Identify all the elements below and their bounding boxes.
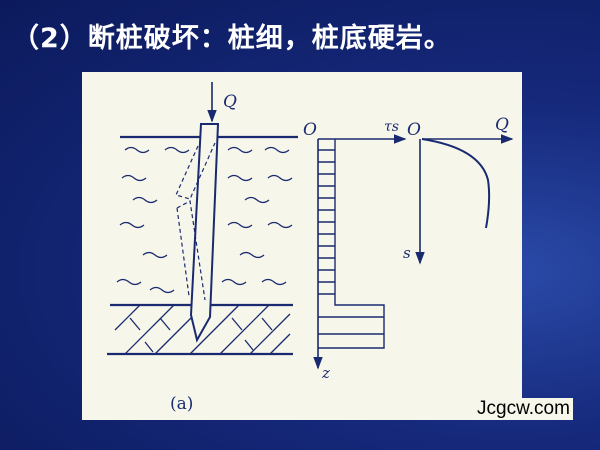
depth-axis-label: z <box>321 364 330 382</box>
load-label: Q <box>223 92 237 112</box>
watermark: Jcgcw.com <box>474 398 573 420</box>
soil-wave-marks <box>116 146 293 294</box>
load-settlement-curve <box>421 138 491 229</box>
origin-label-2: O <box>407 120 421 140</box>
origin-label-1: O <box>303 120 317 140</box>
settlement-axis-label: s <box>403 244 411 262</box>
figure-caption: (a) <box>170 394 193 414</box>
shear-distribution <box>318 139 385 349</box>
figure-drawing: Q O τs z O Q s (a) <box>107 82 514 414</box>
pile-failure-figure: Q O τs z O Q s (a) <box>82 72 522 420</box>
broken-pile-outline <box>175 142 216 301</box>
slide-title: （2）断桩破坏：桩细，桩底硬岩。 <box>12 23 452 54</box>
pile <box>189 123 220 343</box>
shear-axis-label: τs <box>384 119 399 135</box>
load-axis-label: Q <box>495 115 509 135</box>
rock-hatch <box>114 304 291 355</box>
